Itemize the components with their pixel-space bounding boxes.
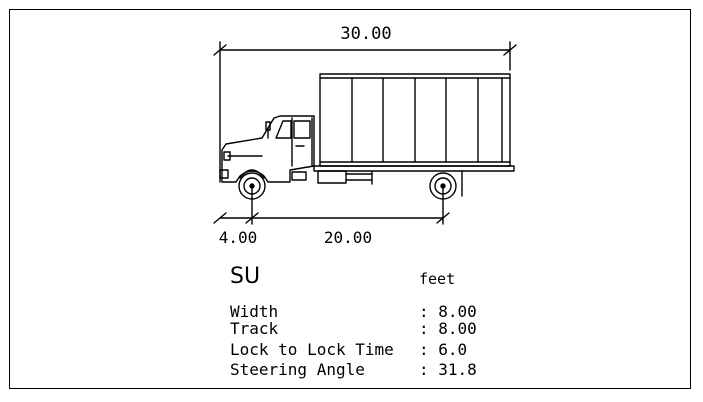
- side-mirror: [265, 121, 271, 131]
- step: [291, 171, 307, 181]
- fuel-tank: [317, 170, 347, 184]
- front-bumper: [219, 169, 229, 179]
- tick-mark: [213, 212, 227, 224]
- cargo-box: [319, 73, 511, 167]
- spec-value: : 31.8: [419, 360, 477, 379]
- windshield: [275, 120, 292, 139]
- spec-value: : 8.00: [419, 302, 477, 321]
- truck-cab: [219, 115, 315, 183]
- headlight: [223, 151, 231, 161]
- front-wheel-arch: [239, 169, 265, 179]
- side-window: [293, 120, 311, 139]
- spec-label: Steering Angle: [230, 360, 365, 379]
- spec-value: : 8.00: [419, 319, 477, 338]
- spec-label: Track: [230, 319, 279, 338]
- cab-outline: [221, 115, 315, 183]
- spec-label: Lock to Lock Time: [230, 340, 394, 359]
- drawing-border: [9, 9, 691, 389]
- bottom-dimensions: [213, 185, 450, 225]
- chassis: [313, 165, 515, 197]
- overall-length-label: 30.00: [340, 24, 391, 44]
- front-overhang-label: 4.00: [219, 228, 258, 247]
- spec-label: Width: [230, 302, 278, 321]
- frame-rail: [313, 165, 515, 172]
- tick-mark: [213, 44, 227, 56]
- units-label: feet: [419, 270, 455, 288]
- spec-value: : 6.0: [419, 340, 467, 359]
- wheelbase-label: 20.00: [324, 228, 372, 247]
- tick-mark: [245, 212, 259, 224]
- tick-mark: [436, 212, 450, 224]
- spec-table: Width : 8.00 Track : 8.00 Lock to Lock T…: [230, 302, 477, 379]
- overall-length-dimension: [213, 41, 517, 183]
- tick-mark: [503, 44, 517, 56]
- vehicle-name: SU: [230, 264, 260, 289]
